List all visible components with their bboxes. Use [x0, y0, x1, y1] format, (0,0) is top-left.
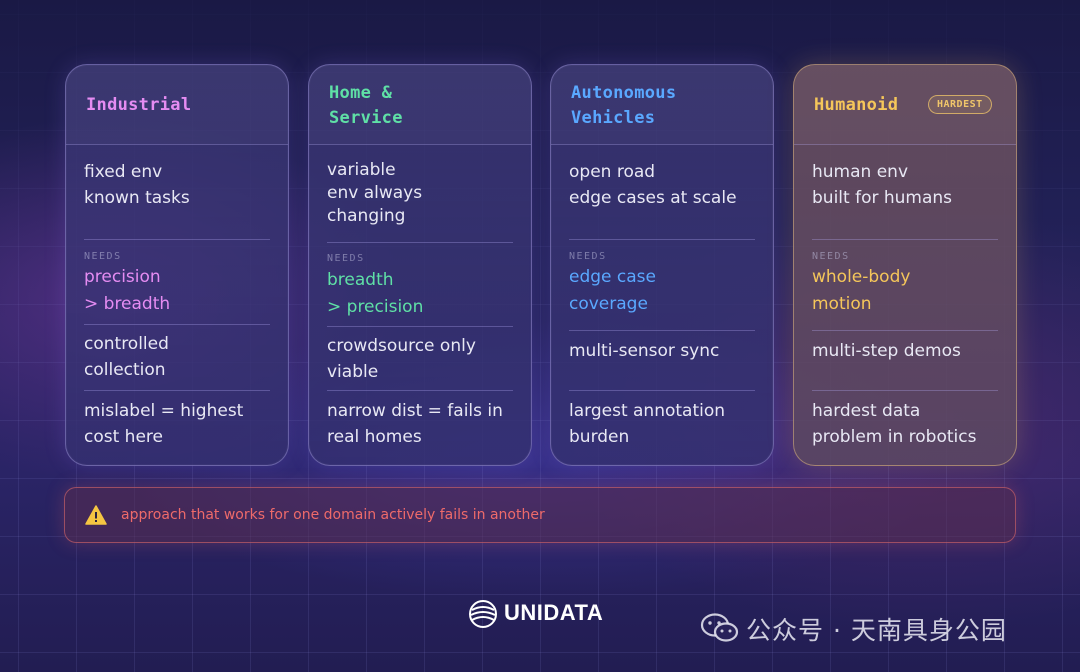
brand-name: UNIDATA	[504, 600, 604, 625]
card-collection: controlled collection	[84, 334, 169, 380]
card-collection: multi-sensor sync	[569, 341, 720, 361]
divider	[569, 390, 755, 391]
warning-triangle-icon	[85, 505, 107, 525]
card-home-service: Home & Service variable env always chang…	[308, 64, 532, 466]
card-risk: mislabel = highest cost here	[84, 401, 244, 447]
card-collection: multi-step demos	[812, 341, 961, 361]
divider	[812, 390, 998, 391]
card-context: fixed env known tasks	[84, 162, 190, 208]
card-needs: edge case coverage	[569, 267, 656, 314]
wechat-icon	[700, 613, 739, 642]
card-context: open road edge cases at scale	[569, 162, 737, 208]
card-title: Industrial	[86, 95, 192, 115]
divider	[327, 390, 513, 391]
divider	[569, 239, 755, 240]
needs-label: NEEDS	[569, 251, 607, 262]
card-header: Industrial	[66, 65, 288, 145]
card-context: human env built for humans	[812, 162, 953, 208]
watermark-text: 公众号 · 天南具身公园	[746, 616, 1007, 645]
needs-label: NEEDS	[327, 253, 365, 264]
divider	[84, 324, 270, 325]
divider	[569, 330, 755, 331]
needs-label: NEEDS	[84, 251, 122, 262]
warning-text: approach that works for one domain activ…	[121, 507, 545, 523]
card-title: Humanoid	[814, 95, 899, 115]
card-title: Autonomous Vehicles	[571, 83, 677, 128]
card-header: Humanoid HARDEST	[794, 65, 1016, 145]
card-humanoid: Humanoid HARDEST human env built for hum…	[793, 64, 1017, 466]
card-header: Home & Service	[309, 65, 531, 145]
card-industrial: Industrial fixed env known tasks NEEDS p…	[65, 64, 289, 466]
card-risk: largest annotation burden	[569, 401, 726, 447]
needs-label: NEEDS	[812, 251, 850, 262]
card-autonomous-vehicles: Autonomous Vehicles open road edge cases…	[550, 64, 774, 466]
card-context: variable env always changing	[327, 160, 423, 226]
divider	[84, 239, 270, 240]
card-title: Home & Service	[329, 83, 403, 128]
card-needs: precision > breadth	[84, 267, 171, 314]
unidata-logo-icon	[469, 600, 497, 628]
card-needs: whole-body motion	[812, 267, 911, 314]
card-header: Autonomous Vehicles	[551, 65, 773, 145]
card-collection: crowdsource only viable	[327, 336, 476, 382]
hardest-badge: HARDEST	[928, 95, 992, 114]
divider	[84, 390, 270, 391]
divider	[812, 330, 998, 331]
card-risk: narrow dist = fails in real homes	[327, 401, 503, 447]
divider	[327, 242, 513, 243]
divider	[812, 239, 998, 240]
card-risk: hardest data problem in robotics	[812, 401, 977, 447]
divider	[327, 326, 513, 327]
warning-banner: approach that works for one domain activ…	[64, 487, 1016, 543]
card-needs: breadth > precision	[327, 270, 424, 317]
